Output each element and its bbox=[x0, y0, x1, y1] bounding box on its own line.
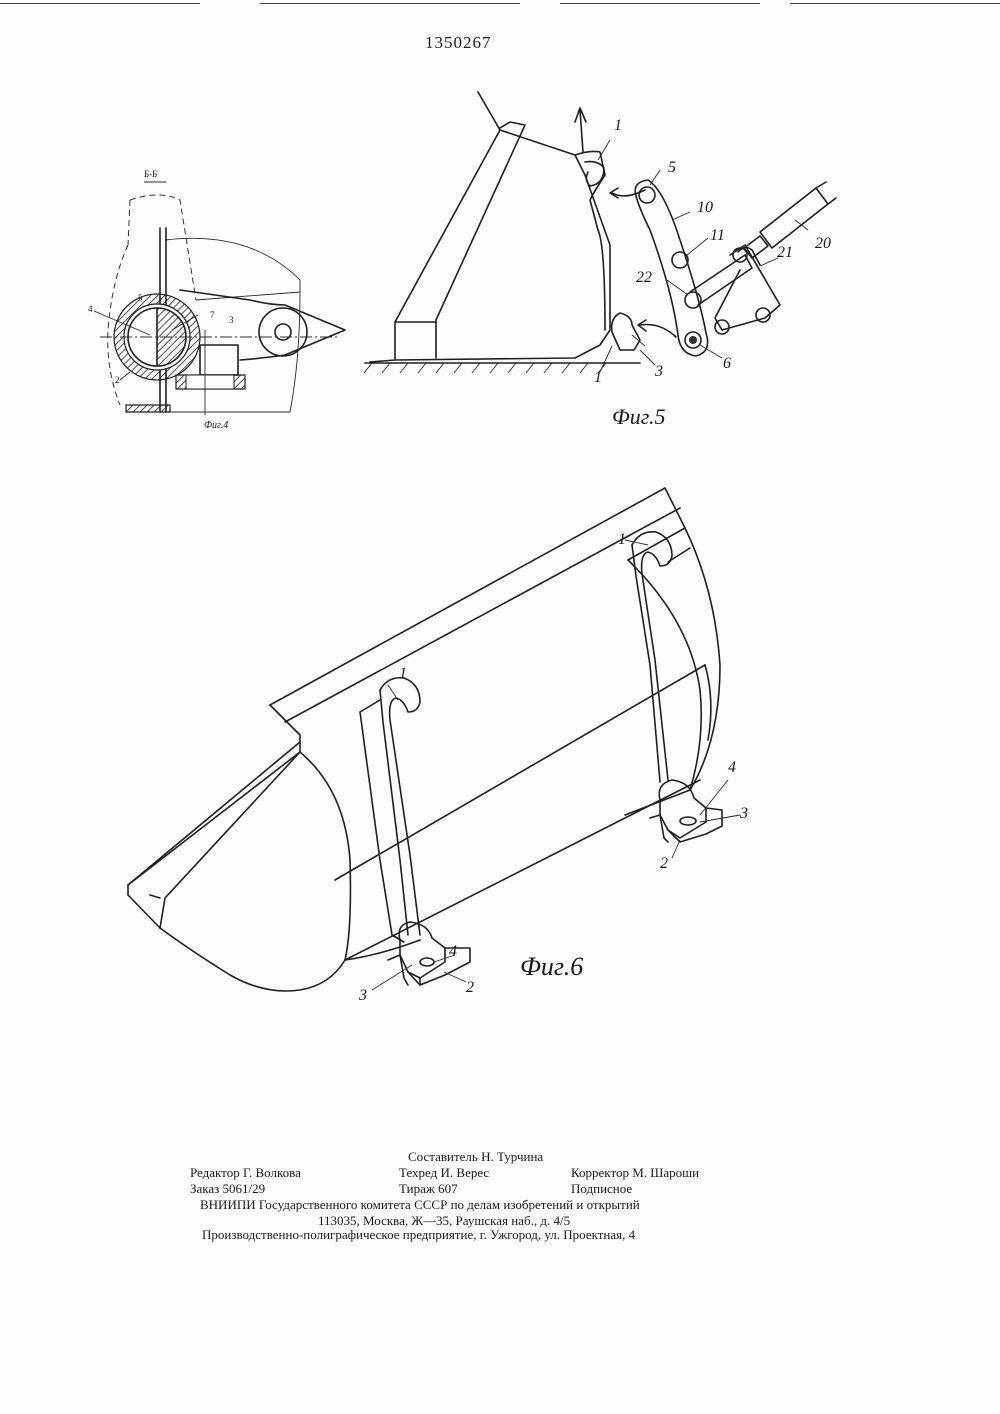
fig5-label: 1 bbox=[614, 117, 622, 134]
top-edge-line bbox=[0, 3, 200, 4]
top-edge-line bbox=[790, 3, 1000, 4]
subscription-line: Подписное bbox=[571, 1181, 633, 1196]
fig5-label: 5 bbox=[668, 159, 676, 176]
top-edge-line bbox=[560, 3, 760, 4]
fig6-label: 4 bbox=[728, 759, 736, 776]
printer-line: Производственно-полиграфическое предприя… bbox=[202, 1227, 636, 1242]
fig6-label: 2 bbox=[660, 855, 668, 872]
fig6-label: 1 bbox=[618, 531, 626, 548]
fig5-label: 1 bbox=[594, 369, 602, 386]
top-edge-line bbox=[260, 3, 520, 4]
institute-line: ВНИИПИ Государственного комитета СССР по… bbox=[200, 1197, 640, 1212]
patent-number: 1350267 bbox=[425, 33, 492, 52]
figure-6-caption: Фиг.6 bbox=[520, 952, 584, 981]
fig5-label: 3 bbox=[655, 363, 663, 380]
address-line: 113035, Москва, Ж—35, Раушская наб., д. … bbox=[318, 1213, 571, 1228]
fig6-label: 2 bbox=[466, 979, 474, 996]
fig4-label: 5 bbox=[138, 293, 143, 303]
compiler-line: Составитель Н. Турчина bbox=[408, 1149, 544, 1164]
fig5-label: 22 bbox=[636, 269, 652, 286]
editor-line: Редактор Г. Волкова bbox=[190, 1165, 301, 1180]
corrector-line: Корректор М. Шароши bbox=[571, 1165, 700, 1180]
figure-5-caption: Фиг.5 bbox=[612, 404, 666, 429]
fig5-label: 10 bbox=[697, 199, 713, 216]
fig5-label: 21 bbox=[777, 244, 793, 261]
fig6-label: 3 bbox=[359, 987, 367, 1004]
fig4-label: 2 bbox=[115, 375, 120, 385]
fig6-label: 4 bbox=[449, 943, 457, 960]
fig5-label: 20 bbox=[815, 235, 831, 252]
order-line: Заказ 5061/29 bbox=[190, 1181, 266, 1196]
fig6-label: 1 bbox=[399, 665, 407, 682]
fig4-label: 3 bbox=[229, 315, 234, 325]
fig4-label: 7 bbox=[210, 310, 215, 320]
section-label: Б-Б bbox=[144, 169, 158, 179]
figure-4-caption: Фиг.4 bbox=[204, 420, 229, 431]
fig6-label: 3 bbox=[740, 805, 748, 822]
circulation-line: Тираж 607 bbox=[399, 1181, 458, 1196]
fig4-label: 4 bbox=[88, 304, 93, 314]
fig5-label: 11 bbox=[710, 227, 725, 244]
techred-line: Техред И. Верес bbox=[399, 1165, 490, 1180]
fig5-label: 6 bbox=[723, 355, 731, 372]
